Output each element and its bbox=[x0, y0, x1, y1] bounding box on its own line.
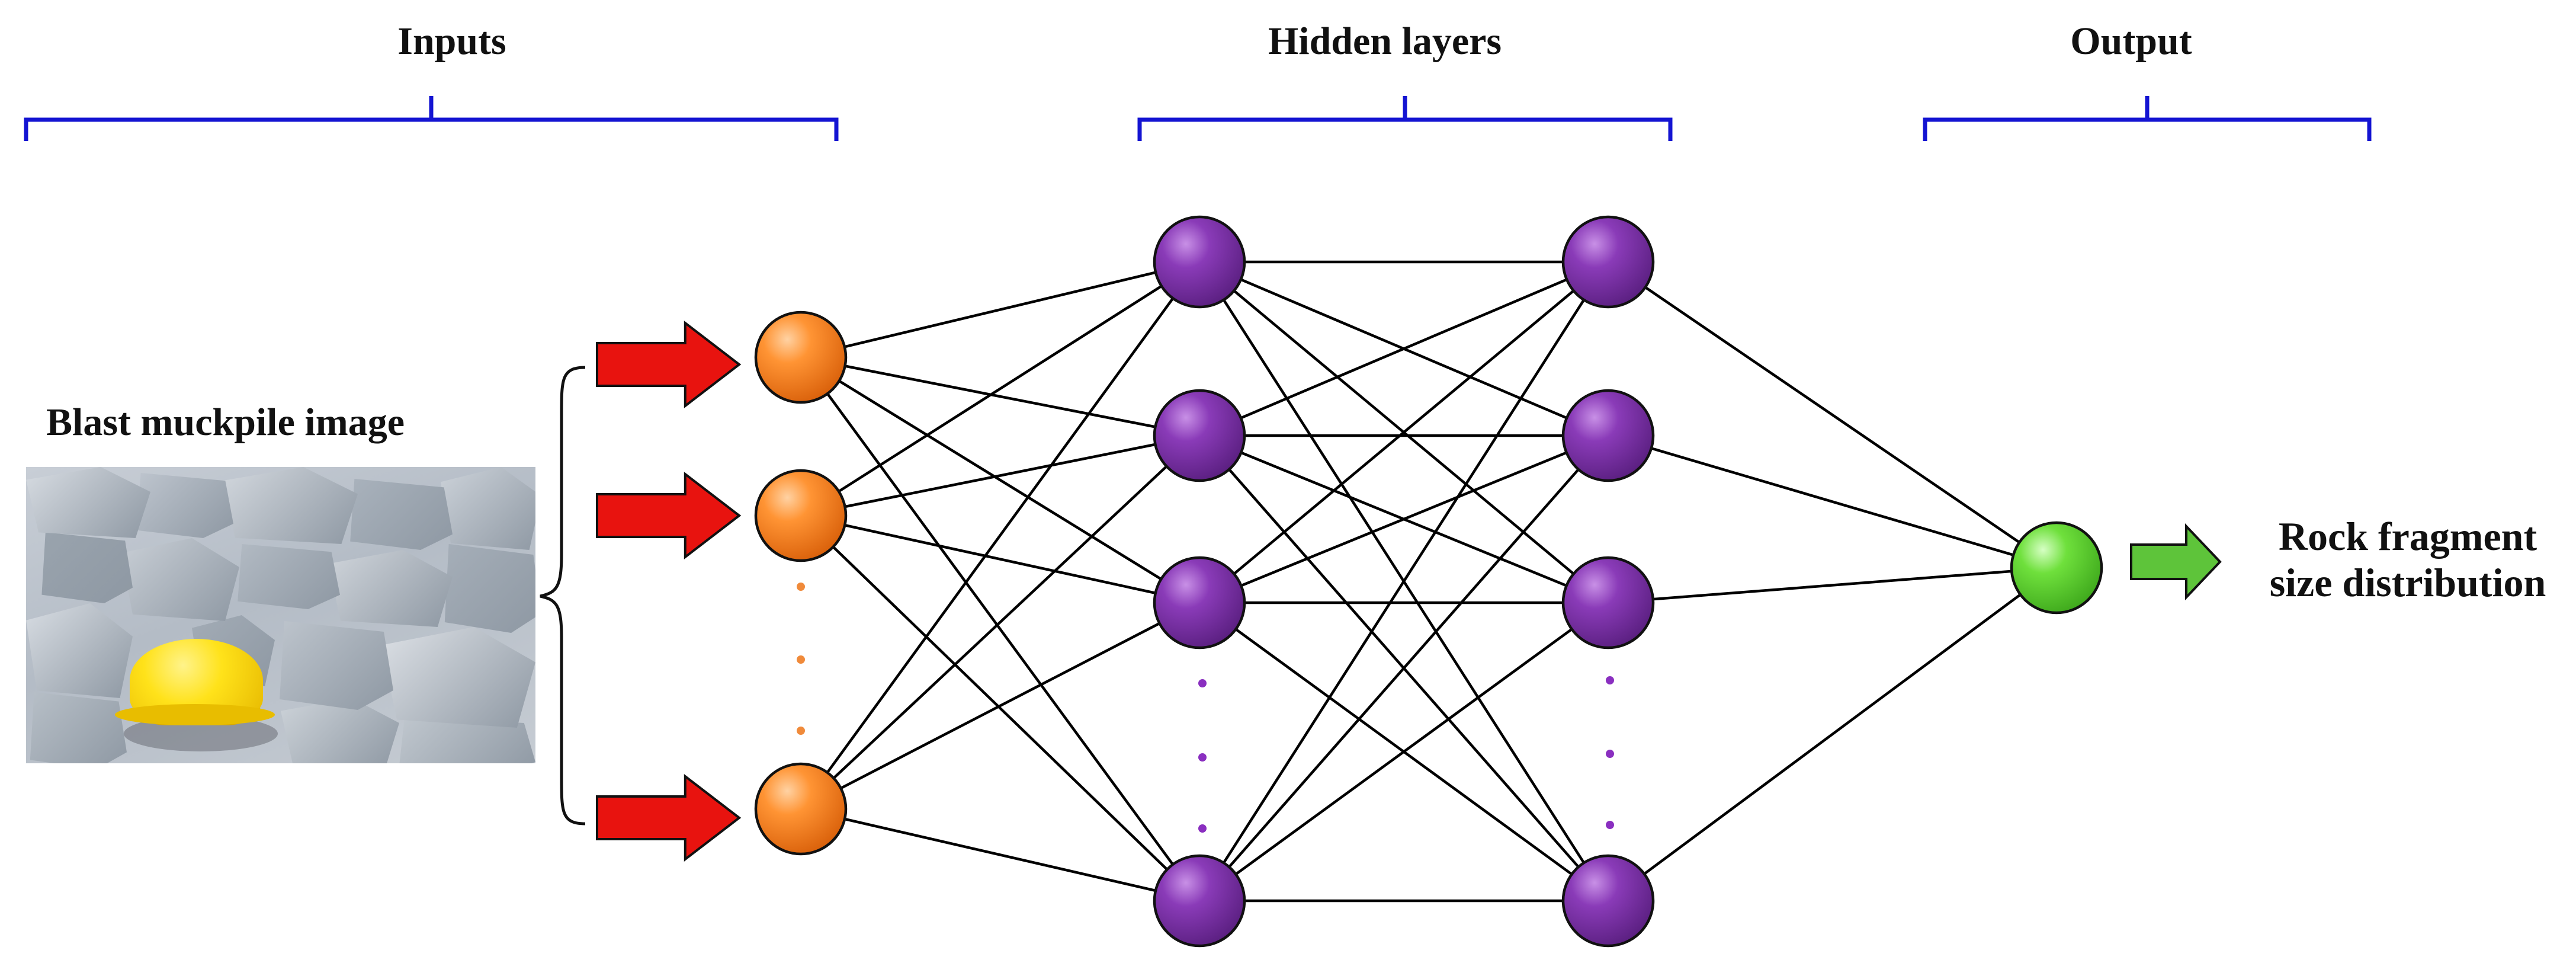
input-ellipsis-dot-2 bbox=[797, 655, 805, 664]
output-arrow-icon bbox=[2130, 523, 2222, 601]
edge-h1-h2-3-0 bbox=[1198, 261, 1609, 902]
edge-h2-out-0-0 bbox=[1607, 261, 2058, 569]
edge-in-h1-0-1 bbox=[800, 356, 1200, 437]
rock-shape bbox=[328, 550, 453, 627]
hidden1-ellipsis-dot-3 bbox=[1198, 824, 1207, 833]
edge-in-h1-0-0 bbox=[800, 260, 1200, 359]
rock-shape bbox=[281, 698, 399, 763]
edge-in-h1-2-0 bbox=[800, 261, 1201, 810]
hidden2-ellipsis-dot-3 bbox=[1606, 821, 1614, 829]
rock-shape bbox=[238, 544, 340, 609]
hidden2-node-2 bbox=[1561, 389, 1655, 482]
hidden2-node-1 bbox=[1561, 215, 1655, 309]
image-caption: Blast muckpile image bbox=[46, 401, 405, 444]
inputs-title: Inputs bbox=[397, 20, 506, 63]
edge-in-h1-2-2 bbox=[800, 602, 1201, 810]
rock-shape bbox=[136, 473, 233, 538]
edge-h1-h2-2-1 bbox=[1199, 434, 1609, 604]
input-arrow-icon-3 bbox=[596, 773, 742, 862]
hidden1-node-3 bbox=[1153, 556, 1246, 650]
hard-hat-brim bbox=[115, 704, 275, 725]
input-node-3 bbox=[754, 762, 848, 856]
edge-in-h1-1-3 bbox=[800, 514, 1201, 902]
input-node-2 bbox=[754, 469, 848, 562]
hidden1-ellipsis-dot-1 bbox=[1198, 679, 1207, 687]
input-ellipsis-dot-3 bbox=[797, 727, 805, 735]
inputs-bracket bbox=[24, 96, 839, 141]
edge-h1-h2-3-2 bbox=[1198, 602, 1609, 902]
output-title: Output bbox=[2070, 20, 2192, 63]
rock-shape bbox=[381, 627, 535, 728]
output-caption: Rock fragment size distribution bbox=[2242, 513, 2574, 606]
rock-shape bbox=[26, 603, 133, 698]
output-node-1 bbox=[2010, 521, 2103, 615]
input-ellipsis-dot-1 bbox=[797, 583, 805, 591]
hidden1-node-4 bbox=[1153, 854, 1246, 948]
input-arrow-icon-1 bbox=[596, 320, 742, 409]
edge-h2-out-2-0 bbox=[1608, 566, 2057, 604]
rock-shape bbox=[280, 621, 393, 710]
edge-in-h1-2-3 bbox=[800, 807, 1200, 903]
rock-shape bbox=[350, 479, 453, 550]
edge-h2-out-3-0 bbox=[1607, 567, 2058, 902]
edge-h1-h2-2-0 bbox=[1198, 261, 1609, 604]
hidden-layers-bracket bbox=[1137, 96, 1673, 141]
hidden-layers-title: Hidden layers bbox=[1268, 20, 1502, 63]
hidden2-node-3 bbox=[1561, 556, 1655, 650]
rock-shape bbox=[121, 538, 239, 621]
edge-h1-h2-1-0 bbox=[1199, 260, 1609, 437]
hidden1-ellipsis-dot-2 bbox=[1198, 753, 1207, 762]
edge-in-h1-0-2 bbox=[800, 356, 1201, 604]
hidden2-ellipsis-dot-1 bbox=[1606, 676, 1614, 684]
rock-shape bbox=[26, 467, 150, 538]
rock-shape bbox=[30, 692, 127, 763]
rock-shape bbox=[41, 532, 133, 603]
rock-shape bbox=[222, 467, 358, 544]
hidden1-node-2 bbox=[1153, 389, 1246, 482]
output-caption-line-1: Rock fragment bbox=[2278, 514, 2537, 559]
hidden1-node-1 bbox=[1153, 215, 1246, 309]
output-caption-line-2: size distribution bbox=[2269, 560, 2546, 606]
rock-shape bbox=[444, 544, 535, 633]
muckpile-image bbox=[26, 467, 535, 763]
input-arrow-icon-2 bbox=[596, 471, 742, 560]
edge-in-h1-1-0 bbox=[800, 261, 1201, 517]
hidden2-ellipsis-dot-2 bbox=[1606, 750, 1614, 758]
edge-h1-h2-3-1 bbox=[1198, 434, 1609, 902]
edge-h2-out-1-0 bbox=[1608, 434, 2057, 570]
rock-shape bbox=[441, 467, 535, 550]
edge-in-h1-1-1 bbox=[800, 434, 1200, 517]
input-node-1 bbox=[754, 311, 848, 404]
hidden2-node-4 bbox=[1561, 854, 1655, 948]
output-bracket bbox=[1923, 96, 2372, 141]
edge-in-h1-0-3 bbox=[800, 356, 1201, 902]
edge-in-h1-2-1 bbox=[800, 434, 1201, 810]
edge-in-h1-1-2 bbox=[800, 514, 1200, 604]
input-brace-icon bbox=[540, 366, 586, 826]
